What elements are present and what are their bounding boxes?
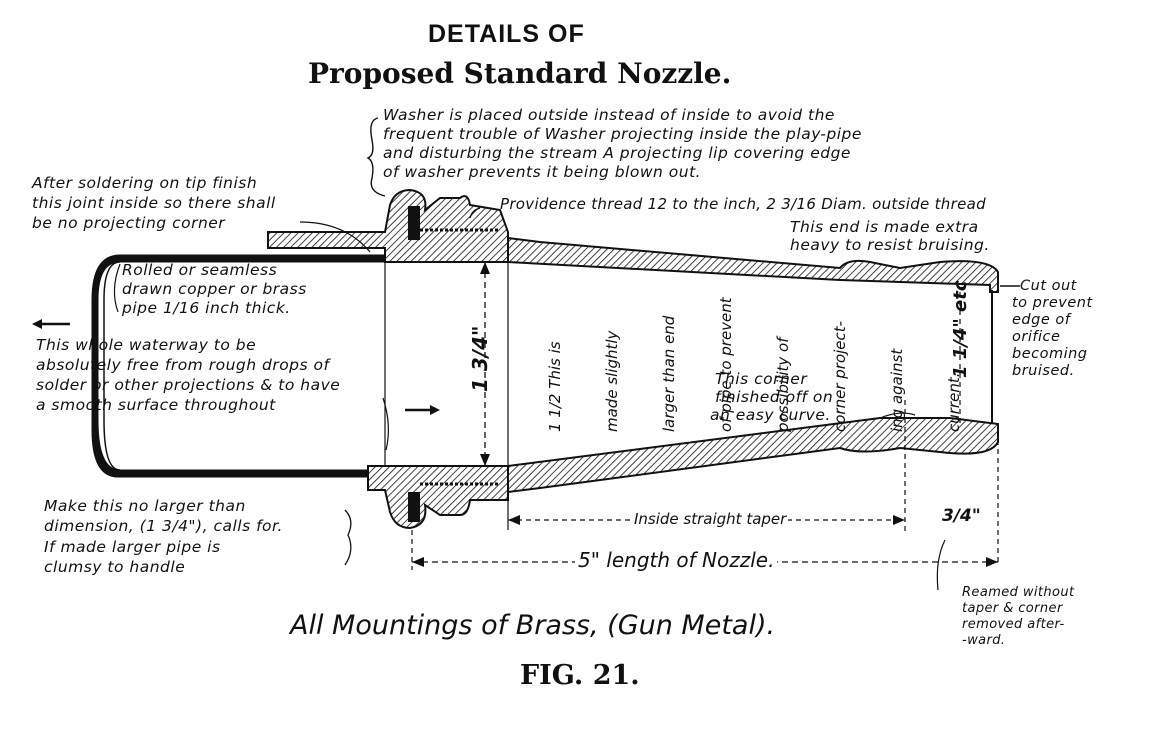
washer-note-line-3: and disturbing the stream A projecting l… (383, 144, 851, 162)
waterway-line-4: a smooth surface throughout (36, 396, 276, 414)
reamed-leader (936, 539, 946, 591)
reamed-line-4: -ward. (962, 633, 1006, 648)
bore-note-line-6: corner project- (831, 320, 849, 432)
make-note-line-1: Make this no larger than (44, 497, 246, 515)
bottom-coupling (367, 465, 509, 530)
bore-note-line-1: 1 1/2 This is (546, 341, 564, 432)
orifice-dimension-label: 1 1/4" etc (950, 280, 971, 378)
waterway-brace (382, 397, 389, 451)
bore-dimension-label: 1 3/4" (468, 325, 492, 392)
heavy-end-line-2: heavy to resist bruising. (790, 236, 990, 254)
rolled-pipe-line-1: Rolled or seamless (122, 261, 278, 279)
taper-arrow-left (508, 515, 520, 525)
reamed-line-1: Reamed without (962, 585, 1075, 600)
bore-arrow-top (480, 262, 490, 274)
length-arrow-left (412, 557, 424, 567)
taper-dimension-label: Inside straight taper (632, 510, 789, 528)
washer-brace (366, 117, 386, 197)
rolled-pipe-line-2: drawn copper or brass (122, 280, 307, 298)
providence-note: Providence thread 12 to the inch, 2 3/16… (500, 195, 986, 213)
washer-note-line-2: frequent trouble of Washer projecting in… (383, 125, 862, 143)
top-coupling (267, 188, 509, 263)
soldering-note-line-3: be no projecting corner (32, 214, 226, 232)
make-note-line-3: If made larger pipe is (44, 538, 221, 556)
bore-note-line-7: ing against (888, 348, 906, 432)
cutout-line-1: Cut out (1020, 278, 1077, 294)
providence-leader (469, 207, 481, 219)
cutout-line-2: to prevent (1012, 295, 1093, 311)
washer-note-line-1: Washer is placed outside instead of insi… (383, 106, 835, 124)
corner-note-line-1: This corner (715, 370, 808, 388)
figure-label: FIG. 21. (520, 660, 640, 691)
reamed-line-2: taper & corner (962, 601, 1063, 616)
corner-note-line-3: an easy curve. (710, 406, 831, 424)
heavy-end-line-1: This end is made extra (790, 218, 979, 236)
nozzle-top-wall (507, 236, 999, 293)
pipe-top-wall (91, 254, 386, 478)
bore-note-line-2: made slightly (603, 330, 621, 432)
reamed-line-3: removed after- (962, 617, 1065, 632)
bore-note-line-3: larger than end (660, 315, 678, 432)
washer-note-line-4: of washer prevents it being blown out. (383, 163, 702, 181)
flow-arrow-head (430, 405, 440, 415)
soldering-note-line-2: this joint inside so there shall (32, 194, 276, 212)
taper-arrow-right (893, 515, 905, 525)
cutout-line-6: bruised. (1012, 363, 1075, 379)
soldering-note-line-1: After soldering on tip finish (32, 174, 258, 192)
make-note-line-2: dimension, (1 3/4"), calls for. (44, 517, 283, 535)
waterway-line-1: This whole waterway to be (36, 336, 257, 354)
corner-note-line-2: finished off on (715, 388, 834, 406)
bore-arrow-bottom (480, 454, 490, 466)
cutout-line-4: orifice (1012, 329, 1061, 345)
rolled-pipe-line-3: pipe 1/16 inch thick. (122, 299, 291, 317)
cutout-line-3: edge of (1012, 312, 1071, 328)
waterway-line-3: solder or other projections & to have (36, 376, 341, 394)
caption: All Mountings of Brass, (Gun Metal). (290, 610, 776, 641)
title-line-2: Proposed Standard Nozzle. (308, 57, 732, 90)
make-brace (344, 509, 352, 566)
top-washer (408, 206, 420, 240)
bottom-washer (408, 492, 420, 522)
soldering-leader (299, 221, 371, 253)
three-quarter-label: 3/4" (942, 506, 981, 526)
make-note-line-4: clumsy to handle (44, 558, 186, 576)
pipe-end-left (103, 261, 121, 471)
title-line-1: DETAILS OF (428, 20, 585, 48)
cutout-line-5: becoming (1012, 346, 1088, 362)
length-arrow-right (986, 557, 998, 567)
waterway-line-2: absolutely free from rough drops of (36, 356, 330, 374)
rolled-brace (113, 263, 121, 313)
curve-leader (879, 412, 916, 419)
length-dimension-label: 5" length of Nozzle. (575, 550, 778, 570)
left-arrow-head (32, 319, 42, 329)
